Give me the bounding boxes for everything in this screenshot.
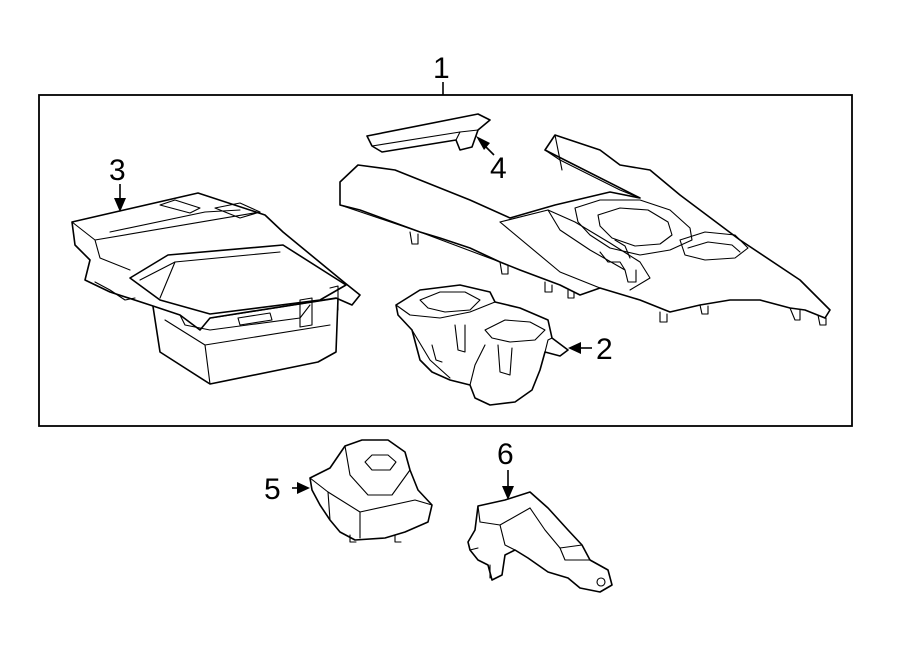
part-5-shift-bezel bbox=[309, 439, 433, 543]
part-1-console-panel bbox=[339, 134, 831, 326]
callout-1-label: 1 bbox=[433, 52, 450, 85]
callout-2-label: 2 bbox=[596, 333, 613, 366]
callout-5-label: 5 bbox=[264, 473, 281, 506]
assembly-frame bbox=[38, 94, 853, 427]
part-4-trim-strip bbox=[366, 113, 491, 153]
callout-2-arrowhead bbox=[568, 342, 581, 354]
callout-4-label: 4 bbox=[490, 152, 507, 185]
callout-3-arrowhead bbox=[114, 198, 126, 212]
part-6-bracket bbox=[467, 491, 613, 593]
callout-3-label: 3 bbox=[109, 154, 126, 187]
part-3-storage-tray bbox=[71, 192, 361, 385]
callout-6-arrowhead bbox=[502, 486, 514, 500]
callout-6-label: 6 bbox=[497, 438, 514, 471]
part-2-cup-holder bbox=[395, 284, 569, 406]
callout-4-arrowhead bbox=[476, 136, 490, 150]
callout-5-arrowhead bbox=[297, 482, 310, 494]
